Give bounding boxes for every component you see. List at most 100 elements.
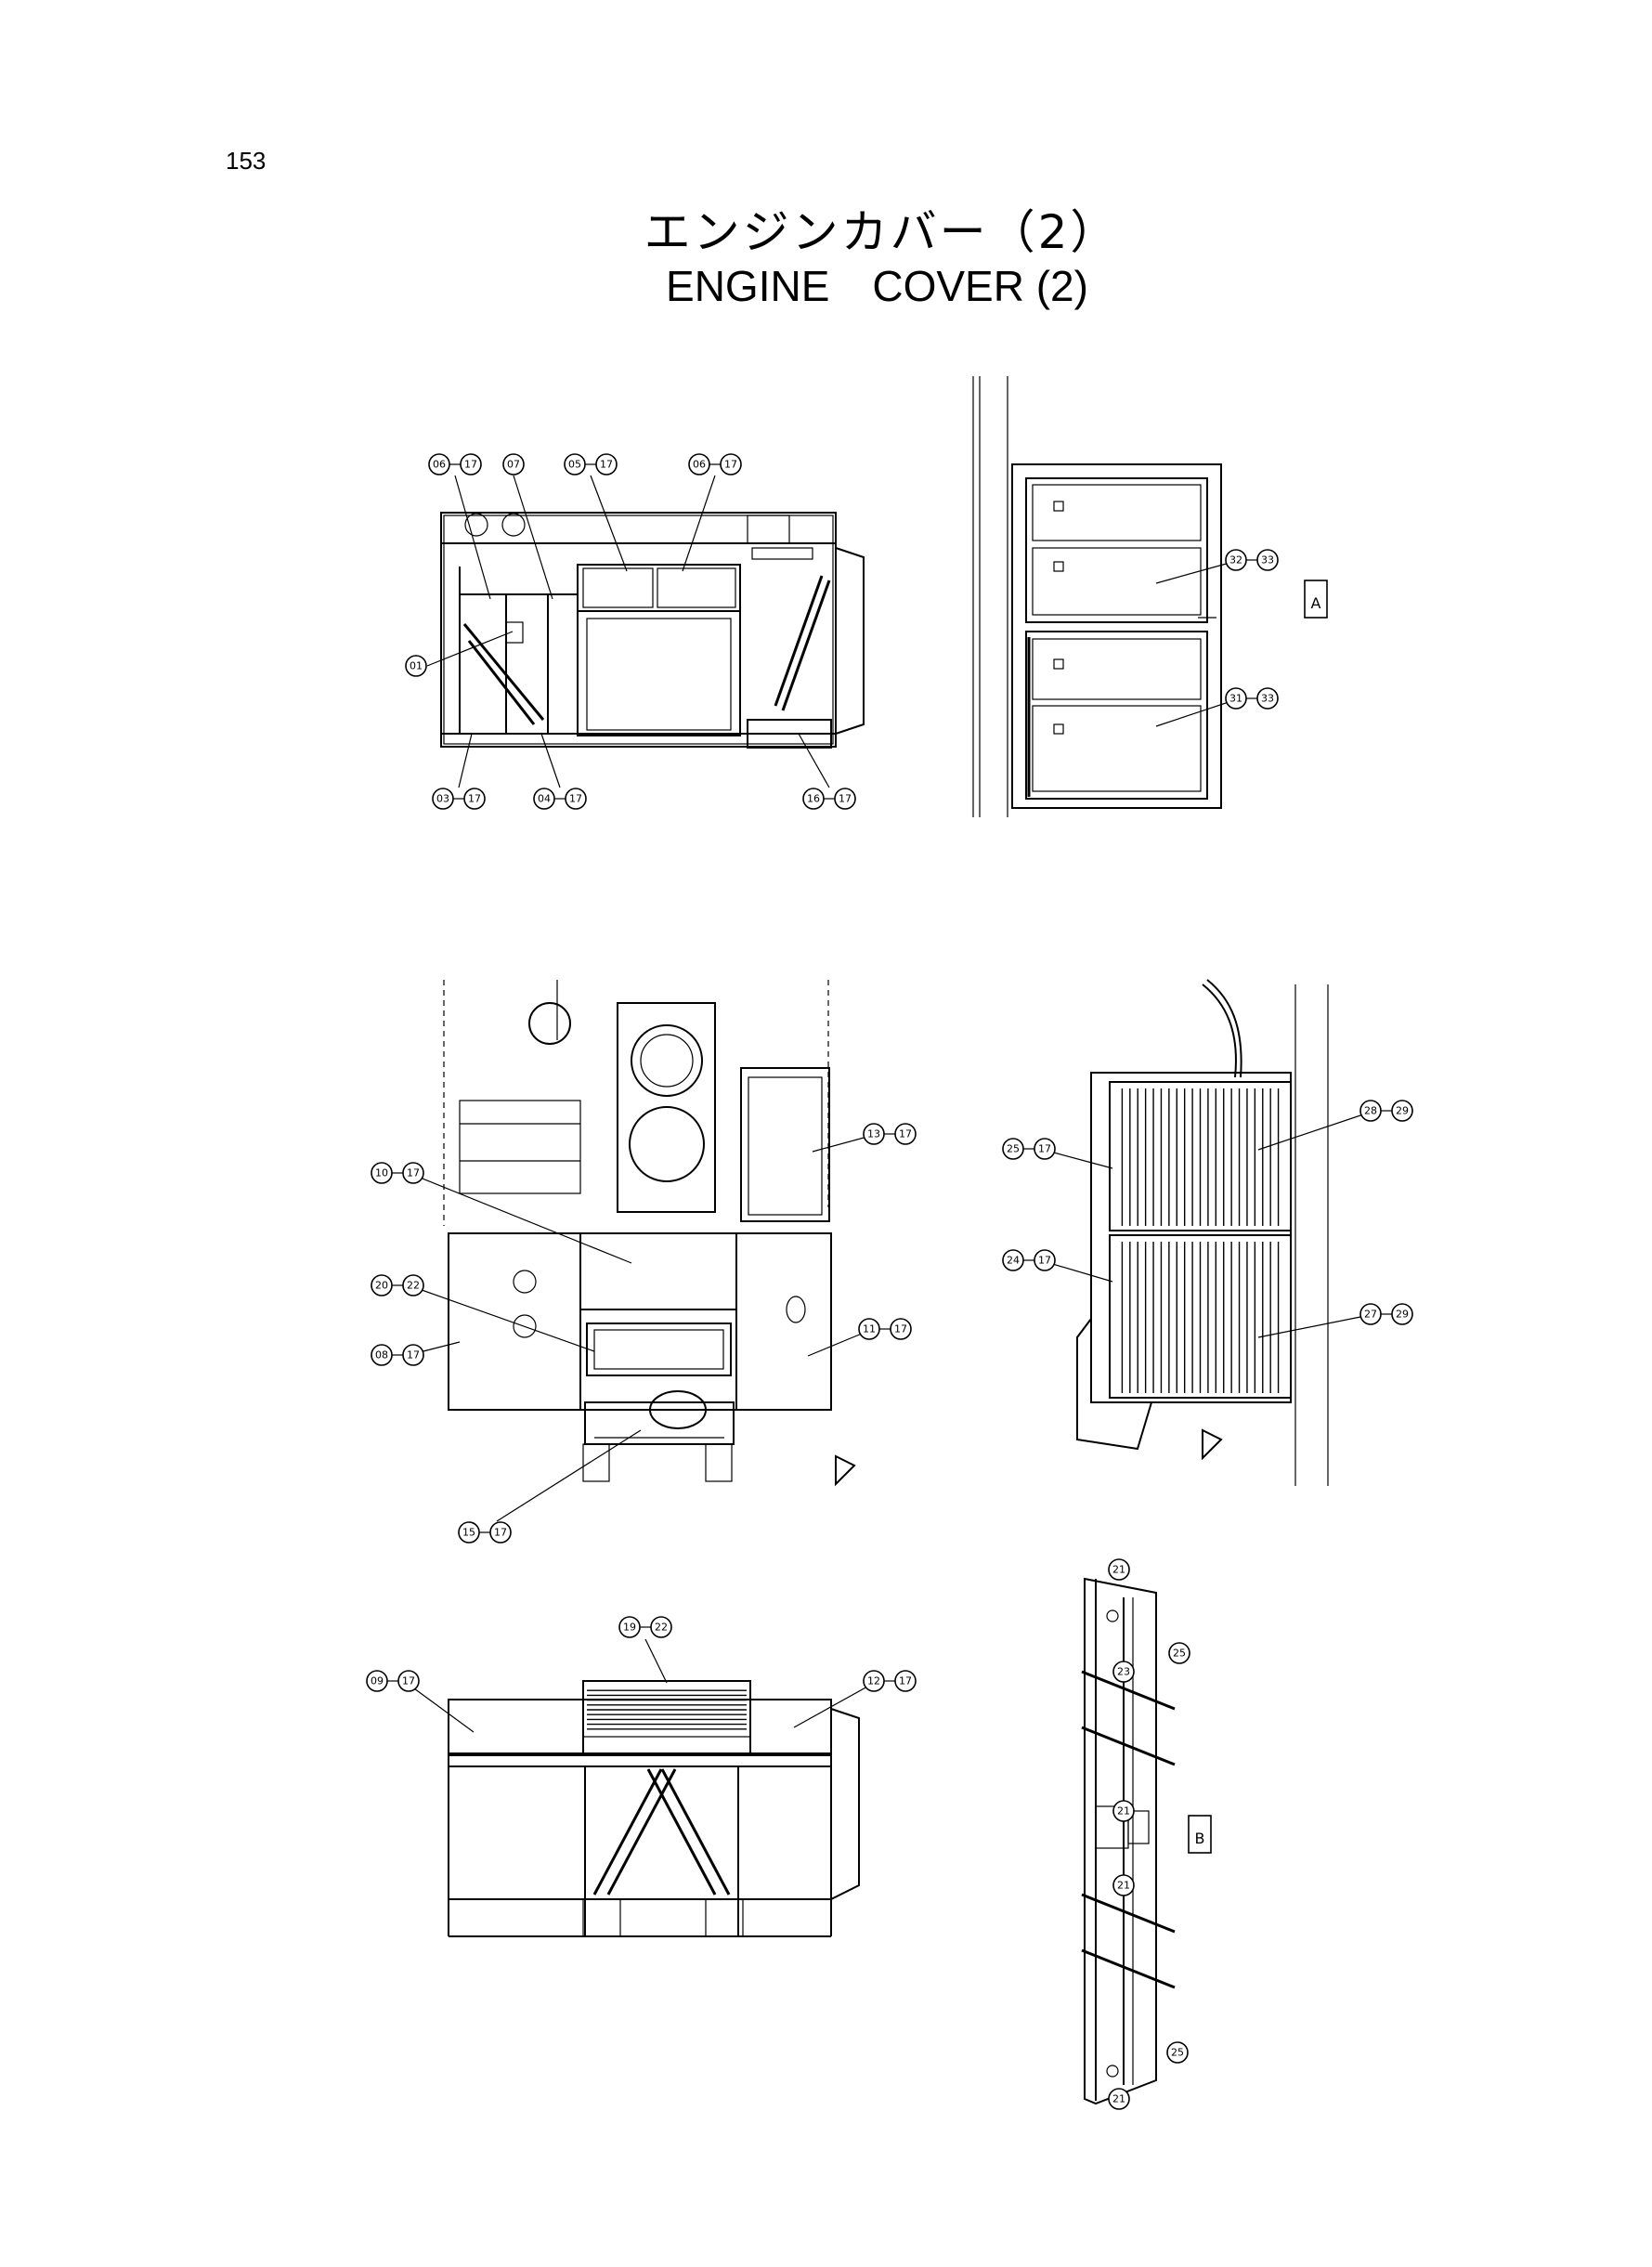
- callout-part-circle: [502, 453, 525, 476]
- callout-part-circle: [397, 1670, 420, 1692]
- callout-part-circle: [650, 1616, 672, 1638]
- callout-part-number: 21: [1117, 1880, 1130, 1892]
- callout-part-number: 17: [724, 459, 737, 471]
- callout-part-circle: [1108, 1558, 1130, 1581]
- callout-part-circle: [1112, 1800, 1135, 1822]
- callout-part-circle: [463, 788, 486, 810]
- callout-part-circle: [405, 655, 427, 677]
- callout-part-number: 05: [568, 459, 581, 471]
- callout-part-circle: [1112, 1661, 1135, 1683]
- callout-part-circle: [890, 1318, 912, 1340]
- callout-part-circle: [402, 1162, 424, 1184]
- callout-part-circle: [1391, 1303, 1413, 1325]
- callout-part-circle: [564, 453, 586, 476]
- callout-part-number: 17: [1038, 1143, 1051, 1155]
- callout-part-circle: [802, 788, 825, 810]
- callout-part-number: 06: [693, 459, 706, 471]
- callout-part-circle: [1166, 2041, 1189, 2064]
- callout-part-number: 24: [1007, 1255, 1020, 1267]
- callout-part-circle: [1168, 1642, 1190, 1664]
- callout-part-number: 33: [1261, 554, 1274, 567]
- callout-part-circle: [1034, 1138, 1056, 1160]
- callout-part-number: 32: [1229, 554, 1242, 567]
- callout-part-number: 29: [1396, 1105, 1409, 1117]
- callout-part-number: 08: [375, 1349, 388, 1362]
- callout-part-number: 01: [410, 660, 423, 672]
- view-top-right: A: [972, 376, 1328, 817]
- callout-part-circle: [1112, 1874, 1135, 1896]
- callout-part-number: 17: [464, 459, 477, 471]
- callout-part-circle: [402, 1344, 424, 1366]
- callout-part-circle: [720, 453, 742, 476]
- callout-part-circle: [1002, 1249, 1024, 1271]
- callout-part-number: 17: [407, 1349, 420, 1362]
- callout-part-circle: [428, 453, 450, 476]
- section-label-a: A: [1311, 594, 1321, 612]
- title-japanese: エンジンカバー（2）: [644, 205, 1120, 259]
- callout-part-circle: [1256, 549, 1279, 571]
- callout-part-number: 21: [1117, 1805, 1130, 1818]
- callout-part-number: 22: [655, 1622, 668, 1634]
- callout-part-number: 17: [899, 1675, 912, 1687]
- callout-part-circle: [371, 1274, 393, 1296]
- callout-part-circle: [1225, 549, 1247, 571]
- callout-part-number: 17: [402, 1675, 415, 1687]
- view-top-left: [426, 475, 865, 788]
- view-bottom-right: B: [1081, 1577, 1212, 2105]
- callout-part-number: 28: [1364, 1105, 1377, 1117]
- callout-part-circle: [533, 788, 555, 810]
- callout-part-circle: [618, 1616, 641, 1638]
- callout-part-number: 23: [1117, 1666, 1130, 1678]
- callout-part-circle: [688, 453, 710, 476]
- callout-part-number: 21: [1112, 1564, 1125, 1576]
- callout-part-number: 17: [494, 1527, 507, 1539]
- callout-part-number: 16: [807, 793, 820, 805]
- callout-part-number: 07: [507, 459, 520, 471]
- view-middle-left: [408, 980, 878, 1522]
- callout-part-circle: [863, 1670, 885, 1692]
- callout-part-number: 21: [1112, 2093, 1125, 2105]
- callout-part-circle: [489, 1521, 512, 1544]
- callout-part-circle: [1359, 1303, 1382, 1325]
- callout-part-circle: [894, 1123, 917, 1145]
- callout-part-number: 12: [867, 1675, 880, 1687]
- callout-part-circle: [894, 1670, 917, 1692]
- callout-part-circle: [458, 1521, 480, 1544]
- callout-part-number: 17: [1038, 1255, 1051, 1267]
- callout-part-number: 25: [1173, 1648, 1186, 1660]
- callout-part-number: 27: [1364, 1309, 1377, 1321]
- callout-part-number: 17: [569, 793, 582, 805]
- callout-part-number: 04: [538, 793, 551, 805]
- page-number: 153: [226, 147, 267, 175]
- callout-part-number: 33: [1261, 693, 1274, 705]
- callout-part-circle: [858, 1318, 880, 1340]
- callout-part-number: 17: [899, 1128, 912, 1140]
- view-middle-right: [1039, 979, 1375, 1486]
- callout-part-number: 20: [375, 1280, 388, 1292]
- callout-part-circle: [834, 788, 856, 810]
- view-bottom-left: [403, 1638, 878, 1937]
- callout-part-circle: [1034, 1249, 1056, 1271]
- callout-part-number: 03: [436, 793, 449, 805]
- callout-part-number: 11: [863, 1323, 876, 1335]
- callout-part-circle: [1256, 687, 1279, 710]
- callout-part-number: 17: [407, 1167, 420, 1179]
- section-tag-b: [1188, 1815, 1212, 1854]
- callout-part-circle: [1108, 2088, 1130, 2110]
- callout-part-circle: [1225, 687, 1247, 710]
- section-label-b: B: [1195, 1830, 1205, 1847]
- callout-part-circle: [402, 1274, 424, 1296]
- callout-part-circle: [863, 1123, 885, 1145]
- callout-part-number: 22: [407, 1280, 420, 1292]
- callout-part-circle: [366, 1670, 388, 1692]
- section-tag-a: [1304, 580, 1328, 619]
- callout-part-circle: [595, 453, 618, 476]
- callout-part-circle: [1359, 1100, 1382, 1122]
- callout-part-circle: [565, 788, 587, 810]
- callout-part-number: 31: [1229, 693, 1242, 705]
- title-english: ENGINE COVER (2): [666, 262, 1088, 310]
- callout-part-number: 17: [468, 793, 481, 805]
- callout-part-number: 17: [894, 1323, 907, 1335]
